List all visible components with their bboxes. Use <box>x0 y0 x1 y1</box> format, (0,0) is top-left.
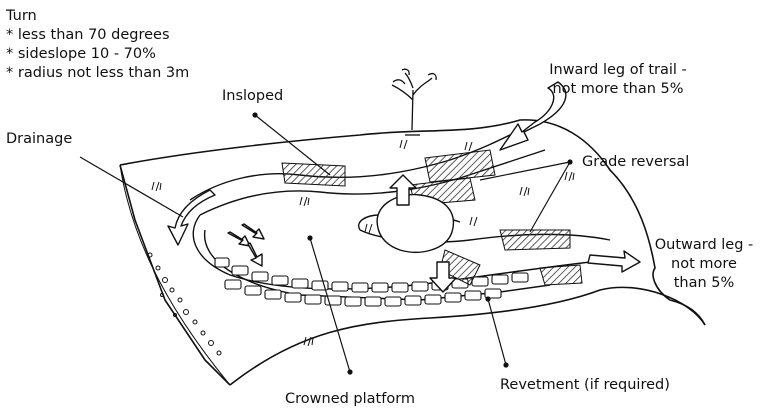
outward-leg-label-line2: not more <box>648 256 760 273</box>
flow-arrows <box>168 82 640 292</box>
insloped-label: Insloped <box>222 88 283 105</box>
inward-leg-label-line2: not more than 5% <box>538 81 698 98</box>
turn-spec-sideslope: * sideslope 10 - 70% <box>6 46 156 63</box>
tree-sketch <box>392 69 436 135</box>
outward-leg-label-line3: than 5% <box>648 275 760 292</box>
revetment-wall <box>205 230 550 306</box>
grade-reversal-label: Grade reversal <box>582 154 689 171</box>
turn-spec-angle: * less than 70 degrees <box>6 27 170 44</box>
outward-leg-label-line1: Outward leg - <box>648 237 760 254</box>
drainage-label: Drainage <box>6 131 72 148</box>
inward-leg-label-line1: Inward leg of trail - <box>538 62 698 79</box>
boulder <box>377 195 453 253</box>
revetment-label: Revetment (if required) <box>500 377 670 394</box>
crowned-platform-label: Crowned platform <box>285 391 415 408</box>
cliff-stones <box>148 253 221 355</box>
turn-spec-radius: * radius not less than 3m <box>6 65 189 82</box>
turn-title: Turn <box>6 8 37 25</box>
